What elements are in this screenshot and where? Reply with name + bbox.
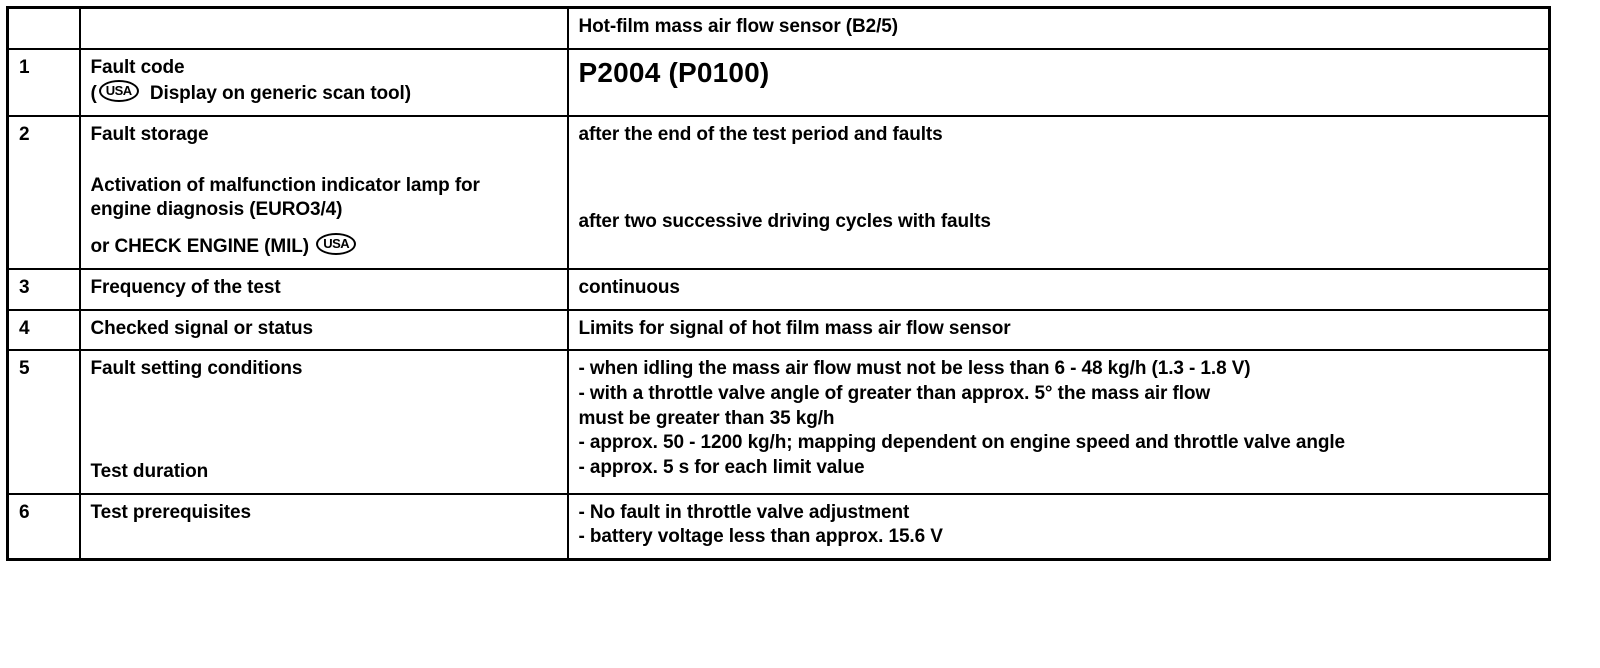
row-1-desc-line-1: Fault code [90, 56, 185, 78]
row-number-6: 6 [6, 492, 81, 561]
component-title: Hot-film mass air flow sensor (B2/5) [578, 16, 899, 37]
row-2-value-line-1: after the end of the test period and fau… [578, 124, 943, 146]
table-row: 1 Fault code ( USA Display on generic sc… [6, 47, 1551, 118]
row-5-value-line-4: - approx. 50 - 1200 kg/h; mapping depend… [578, 432, 1346, 454]
row-6-value: - No fault in throttle valve adjustment … [566, 492, 1551, 561]
row-1-paren-open: ( [90, 83, 97, 105]
spacer [91, 148, 557, 174]
table-row: 6 Test prerequisites - No fault in throt… [6, 492, 1551, 561]
spacer [579, 148, 1539, 210]
row-2-desc-line-4: or CHECK ENGINE (MIL) USA [91, 233, 557, 260]
usa-icon-label: USA [105, 83, 132, 99]
header-cell-component: Hot-film mass air flow sensor (B2/5) [566, 6, 1551, 50]
row-5-value-line-5: - approx. 5 s for each limit value [578, 456, 865, 478]
spacer [91, 223, 557, 233]
row-3-value: continuous [566, 267, 1551, 311]
row-5-value-line-1: - when idling the mass air flow must not… [578, 358, 1251, 380]
row-5-desc-line-2: Test duration [90, 460, 209, 482]
row-2-mil-text: or CHECK ENGINE (MIL) [90, 236, 315, 258]
row-number-4: 4 [6, 308, 81, 352]
row-2-description: Fault storage Activation of malfunction … [78, 115, 569, 270]
row-number-5: 5 [6, 349, 81, 495]
row-2-desc-line-3: engine diagnosis (EURO3/4) [90, 199, 343, 221]
usa-oval-shape [98, 80, 139, 103]
table-row: 5 Fault setting conditions Test duration… [6, 349, 1551, 495]
usa-market-icon: USA [98, 80, 143, 104]
row-number-3: 3 [6, 267, 81, 311]
specification-table: Hot-film mass air flow sensor (B2/5) 1 F… [6, 6, 1551, 561]
header-cell-description [78, 6, 569, 50]
row-2-desc-line-2: Activation of malfunction indicator lamp… [90, 174, 480, 196]
row-5-desc-line-1: Fault setting conditions [90, 358, 303, 380]
row-5-value-line-2: - with a throttle valve angle of greater… [578, 382, 1211, 404]
usa-market-icon: USA [316, 233, 360, 257]
row-number-2: 2 [6, 115, 81, 270]
spacer [91, 382, 557, 444]
table-row: 4 Checked signal or status Limits for si… [6, 308, 1551, 352]
header-cell-number [6, 6, 81, 50]
row-2-desc-line-1: Fault storage [90, 124, 209, 146]
row-2-value-line-2: after two successive driving cycles with… [578, 210, 992, 232]
row-4-description: Checked signal or status [78, 308, 569, 352]
fault-code-value: P2004 (P0100) [578, 56, 770, 88]
row-1-desc-tail: Display on generic scan tool) [144, 83, 411, 105]
usa-icon-label: USA [323, 236, 350, 252]
table-row: 2 Fault storage Activation of malfunctio… [6, 115, 1551, 270]
spacer [91, 444, 557, 460]
row-1-value: P2004 (P0100) [566, 47, 1551, 118]
table-row: 3 Frequency of the test continuous [6, 267, 1551, 311]
row-6-description: Test prerequisites [78, 492, 569, 561]
row-6-value-line-1: - No fault in throttle valve adjustment [578, 501, 910, 523]
usa-oval-shape [316, 233, 357, 256]
row-2-value: after the end of the test period and fau… [566, 115, 1551, 270]
row-1-description: Fault code ( USA Display on generic scan… [78, 47, 569, 118]
row-1-desc-line-2: ( USA Display on generic scan tool) [91, 80, 557, 107]
row-6-value-line-2: - battery voltage less than approx. 15.6… [578, 526, 943, 548]
table-header-row: Hot-film mass air flow sensor (B2/5) [6, 6, 1551, 50]
row-5-value: - when idling the mass air flow must not… [566, 349, 1551, 495]
row-5-value-line-3: must be greater than 35 kg/h [578, 407, 835, 429]
row-4-value: Limits for signal of hot film mass air f… [566, 308, 1551, 352]
row-number-1: 1 [6, 47, 81, 118]
row-3-description: Frequency of the test [78, 267, 569, 311]
row-5-description: Fault setting conditions Test duration [78, 349, 569, 495]
